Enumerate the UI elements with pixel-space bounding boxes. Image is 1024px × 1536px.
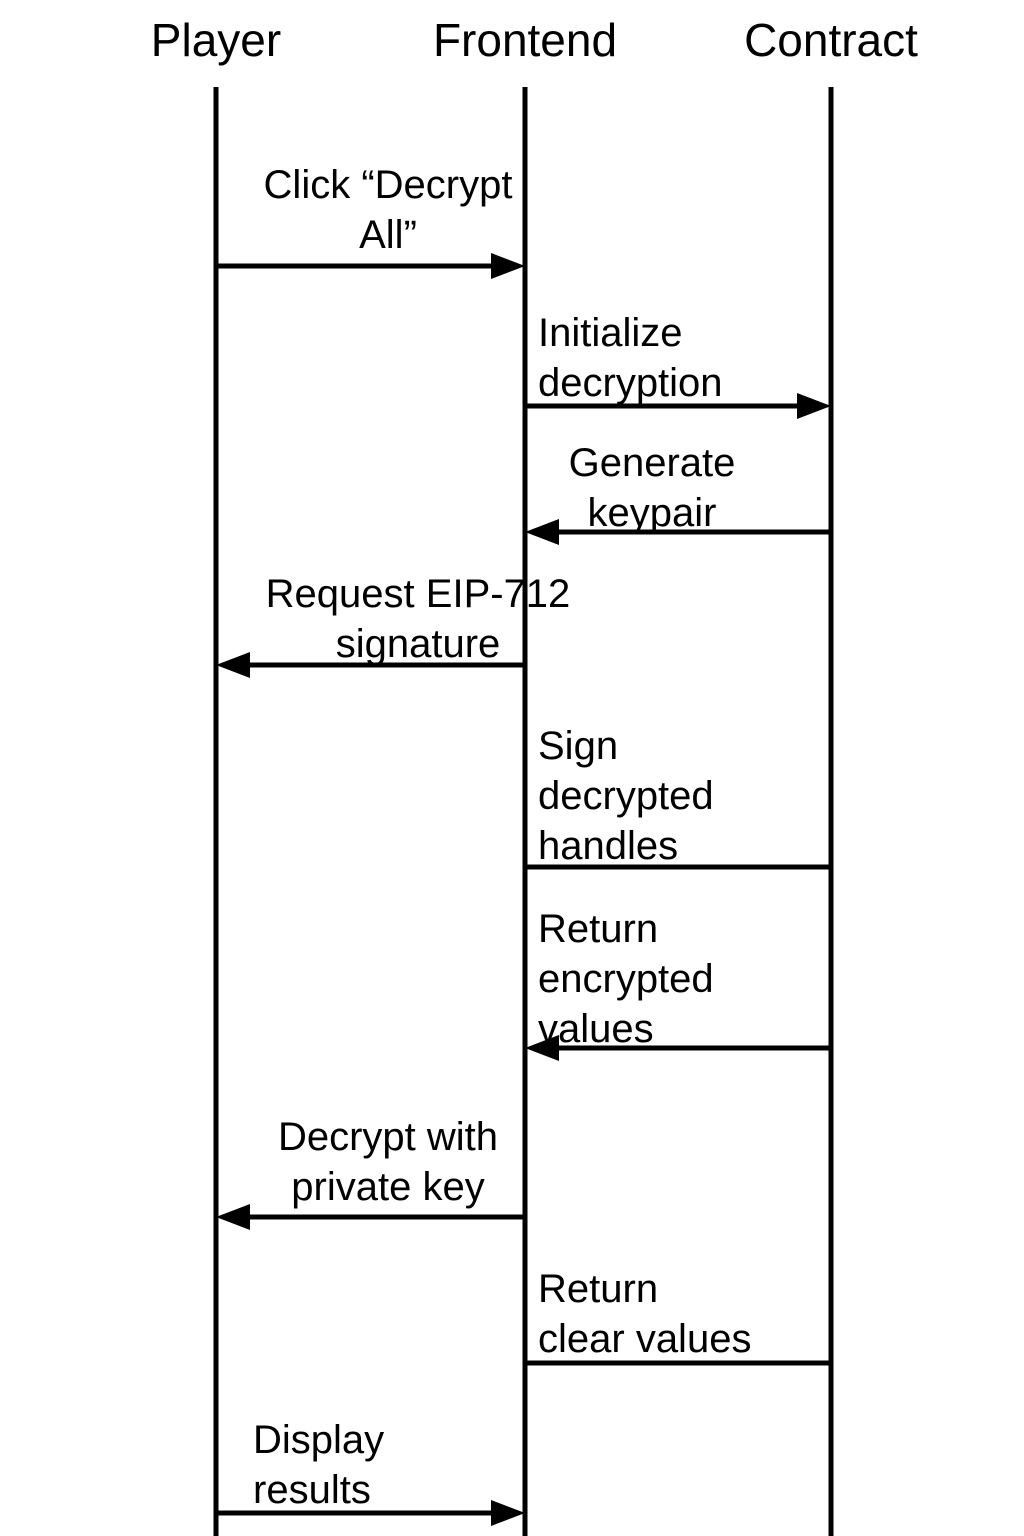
message-label-6: Return encrypted values bbox=[538, 907, 714, 1051]
message-arrowhead-2 bbox=[797, 393, 831, 419]
message-arrowhead-6 bbox=[525, 1035, 559, 1061]
message-3: Generate keypair bbox=[525, 441, 831, 545]
message-label-line: encrypted bbox=[538, 957, 714, 1001]
message-label-line: private key bbox=[291, 1165, 484, 1209]
message-label-line: keypair bbox=[588, 491, 717, 535]
message-label-3: Generate keypair bbox=[569, 441, 736, 535]
actor-label-contract: Contract bbox=[744, 14, 918, 66]
message-label-line: decryption bbox=[538, 361, 723, 405]
message-label-line: Return bbox=[538, 907, 658, 951]
message-label-line: Generate bbox=[569, 441, 736, 485]
message-label-line: Display bbox=[253, 1418, 384, 1462]
message-arrowhead-7 bbox=[216, 1204, 250, 1230]
message-2: Initialize decryption bbox=[525, 311, 831, 419]
message-label-8: Return clear values bbox=[538, 1267, 751, 1361]
message-label-line: All” bbox=[359, 213, 417, 257]
actor-player: Player bbox=[151, 14, 281, 1536]
message-label-4: Request EIP-712 signature bbox=[266, 572, 571, 666]
message-label-line: clear values bbox=[538, 1317, 751, 1361]
message-6: Return encrypted values bbox=[525, 907, 831, 1061]
actor-frontend: Frontend bbox=[433, 14, 617, 1536]
message-label-9: Display results bbox=[253, 1418, 384, 1512]
message-4: Request EIP-712 signature bbox=[216, 572, 570, 678]
message-label-line: Return bbox=[538, 1267, 658, 1311]
actor-label-frontend: Frontend bbox=[433, 14, 617, 66]
message-label-line: Sign bbox=[538, 724, 618, 768]
message-arrowhead-1 bbox=[491, 253, 525, 279]
message-5: Sign decrypted handles bbox=[525, 724, 831, 870]
message-arrowhead-3 bbox=[525, 519, 559, 545]
message-label-line: Initialize bbox=[538, 311, 683, 355]
message-label-line: signature bbox=[336, 622, 501, 666]
actor-label-player: Player bbox=[151, 14, 281, 66]
message-label-line: Request EIP-712 bbox=[266, 572, 571, 616]
message-8: Return clear values bbox=[525, 1267, 831, 1366]
actors-layer: Player Frontend Contract bbox=[151, 14, 918, 1536]
message-label-line: handles bbox=[538, 824, 678, 868]
message-label-line: Click “Decrypt bbox=[264, 163, 513, 207]
message-9: Display results bbox=[216, 1418, 525, 1526]
message-label-line: values bbox=[538, 1007, 654, 1051]
message-label-7: Decrypt with private key bbox=[278, 1115, 498, 1209]
message-label-5: Sign decrypted handles bbox=[538, 724, 714, 868]
message-arrowhead-9 bbox=[491, 1500, 525, 1526]
message-7: Decrypt with private key bbox=[216, 1115, 525, 1230]
message-label-line: results bbox=[253, 1468, 371, 1512]
message-arrowhead-4 bbox=[216, 652, 250, 678]
message-label-line: Decrypt with bbox=[278, 1115, 498, 1159]
actor-contract: Contract bbox=[744, 14, 918, 1536]
message-label-line: decrypted bbox=[538, 774, 714, 818]
message-label-2: Initialize decryption bbox=[538, 311, 723, 405]
